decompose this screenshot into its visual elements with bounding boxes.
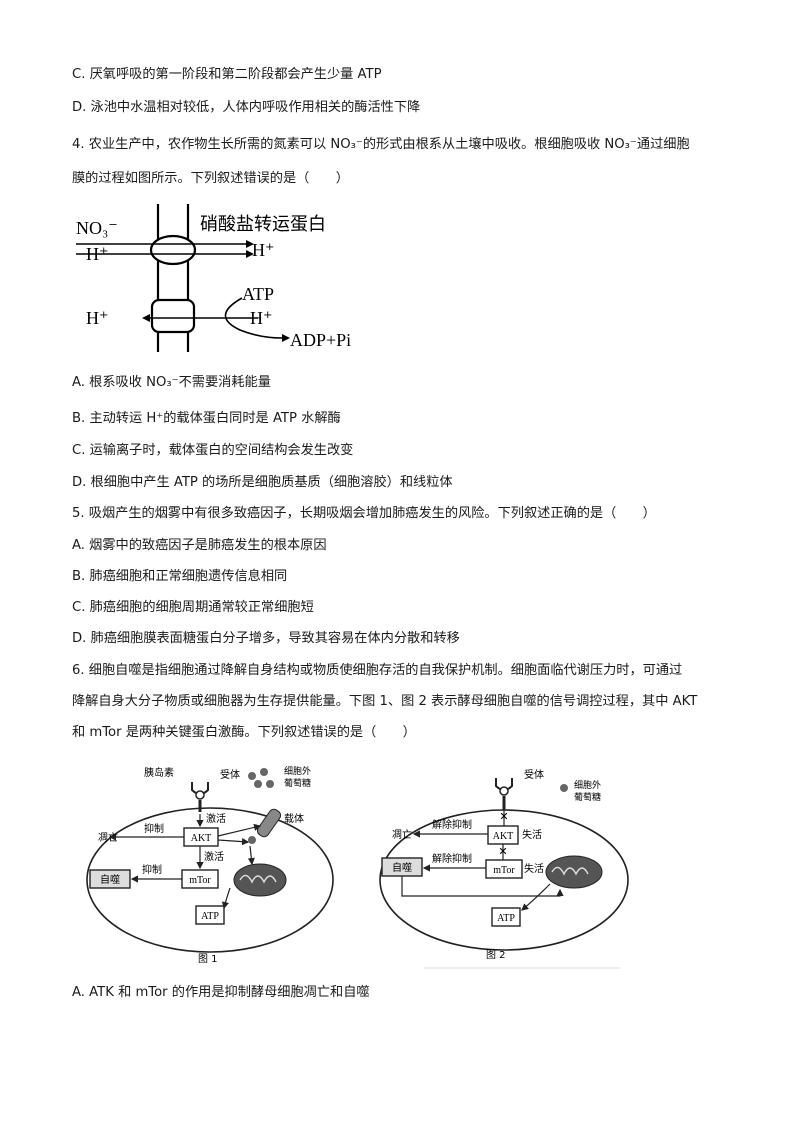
fig1-atp: ATP: [201, 911, 219, 922]
q3-option-d: D. 泳池中水温相对较低，人体内呼吸作用相关的酶活性下降: [72, 100, 421, 115]
q5-option-a: A. 烟雾中的致癌因子是肺癌发生的根本原因: [72, 538, 327, 553]
label-adp: ADP+Pi: [290, 330, 351, 350]
q4-option-c: C. 运输离子时，载体蛋白的空间结构会发生改变: [72, 443, 354, 458]
q4-option-b: B. 主动转运 H⁺的载体蛋白同时是 ATP 水解酶: [72, 411, 341, 426]
q5-stem: 5. 吸烟产生的烟雾中有很多致癌因子，长期吸烟会增加肺癌发生的风险。下列叙述正确…: [72, 506, 656, 521]
fig1-insulin: 胰岛素: [144, 766, 174, 779]
fig1-carrier: 载体: [284, 813, 304, 825]
label-no3: NO₃⁻: [76, 218, 118, 238]
fig2-atp: ATP: [497, 913, 515, 924]
q6-stem-line1: 6. 细胞自噬是指细胞通过降解自身结构或物质使细胞存活的自我保护机制。细胞面临代…: [72, 663, 683, 678]
label-h-left-bottom: H⁺: [86, 308, 109, 328]
fig2-caption: 图 2: [486, 949, 506, 961]
q4-option-d: D. 根细胞中产生 ATP 的场所是细胞质基质（细胞溶胶）和线粒体: [72, 475, 453, 490]
fig2-autophagy: 自噬: [392, 861, 412, 874]
q4-stem-line1: 4. 农业生产中，农作物生长所需的氮素可以 NO₃⁻的形式由根系从土壤中吸收。根…: [72, 137, 690, 152]
q5-option-d: D. 肺癌细胞膜表面糖蛋白分子增多，导致其容易在体内分散和转移: [72, 631, 460, 646]
fig1-glucose-out-1: 细胞外: [284, 765, 311, 777]
svg-text:✕: ✕: [499, 811, 508, 823]
fig1-akt: AKT: [191, 833, 212, 844]
fig2-apoptosis: 凋亡: [392, 828, 412, 841]
nitrate-transporter: [149, 234, 197, 266]
fig2-inactive-2: 失活: [524, 862, 544, 875]
q6-stem-line2: 降解自身大分子物质或细胞器为生存提供能量。下图 1、图 2 表示酵母细胞自噬的信…: [72, 694, 698, 709]
fig2-mtor: mTor: [493, 865, 515, 876]
q5-option-c: C. 肺癌细胞的细胞周期通常较正常细胞短: [72, 600, 314, 615]
fig2-glucose-out-1: 细胞外: [574, 779, 601, 791]
fig1-inhibit-2: 抑制: [142, 863, 162, 876]
q6-stem-line3: 和 mTor 是两种关键蛋白激酶。下列叙述错误的是（ ）: [72, 725, 416, 740]
fig1-caption: 图 1: [198, 953, 218, 965]
fig1-apoptosis: 凋亡: [98, 831, 118, 844]
fig2-glucose-out-2: 葡萄糖: [574, 791, 601, 803]
label-transporter: 硝酸盐转运蛋白: [200, 214, 326, 235]
label-h-left-top: H⁺: [86, 244, 109, 264]
fig2-receptor: 受体: [524, 769, 544, 781]
fig1-autophagy: 自噬: [100, 873, 120, 886]
label-atp: ATP: [242, 284, 274, 304]
q6-figure-1: AKT mTor 自噬 ATP 胰岛素 受体 细胞外 葡萄糖 激活 载体 抑制 …: [86, 765, 334, 965]
q4-stem-line2: 膜的过程如图所示。下列叙述错误的是（ ）: [72, 171, 349, 186]
fig2-release-1: 解除抑制: [432, 818, 472, 831]
fig1-activate-1: 激活: [206, 812, 226, 825]
label-h-right-top: H⁺: [252, 240, 275, 260]
q3-option-c: C. 厌氧呼吸的第一阶段和第二阶段都会产生少量 ATP: [72, 67, 382, 82]
fig1-receptor: 受体: [220, 769, 240, 781]
fig1-glucose-out-2: 葡萄糖: [284, 777, 311, 789]
fig1-inhibit-1: 抑制: [144, 822, 164, 835]
fig1-activate-2: 激活: [204, 850, 224, 863]
label-h-right-bottom: H⁺: [250, 308, 273, 328]
q4-membrane-transport-figure: NO₃⁻ H⁺ 硝酸盐转运蛋白 H⁺ ATP H⁺ H⁺ ADP+Pi: [76, 204, 351, 352]
q4-option-a: A. 根系吸收 NO₃⁻不需要消耗能量: [72, 375, 271, 390]
svg-text:✕: ✕: [498, 846, 507, 858]
proton-pump: [150, 298, 196, 334]
fig1-mtor: mTor: [189, 875, 211, 886]
fig2-akt: AKT: [493, 831, 514, 842]
q6-option-a: A. ATK 和 mTor 的作用是抑制酵母细胞凋亡和自噬: [72, 985, 370, 1000]
fig2-inactive-1: 失活: [522, 828, 542, 841]
fig2-release-2: 解除抑制: [432, 852, 472, 865]
q6-figure-2: ✕ AKT ✕ mTor 自噬 ATP 受体 细胞外 葡萄糖 解除抑制 凋亡 失…: [379, 769, 629, 969]
q5-option-b: B. 肺癌细胞和正常细胞遗传信息相同: [72, 569, 288, 584]
